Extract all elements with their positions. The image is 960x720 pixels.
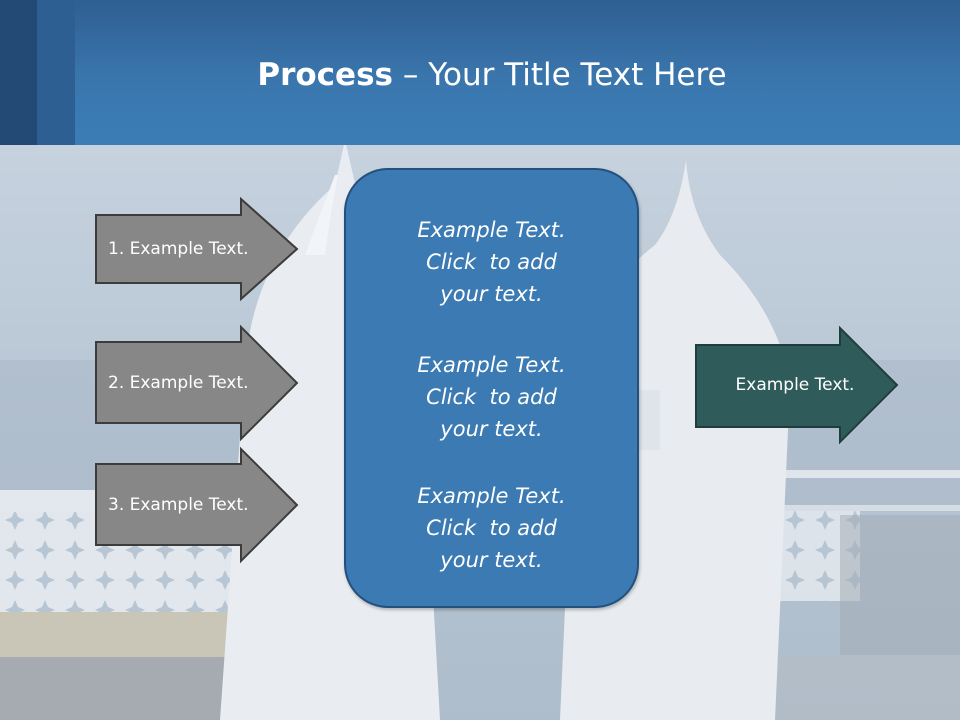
panel-block-1-line-2: Click to add (426, 250, 557, 274)
panel-block-3-line-3: your text. (440, 548, 543, 572)
header-accent-dark (0, 0, 37, 145)
slide-title[interactable]: Process – Your Title Text Here (0, 52, 960, 98)
output-arrow[interactable]: Example Text. (695, 325, 900, 445)
title-bar: Process – Your Title Text Here (0, 0, 960, 145)
process-arrow-3[interactable]: 3. Example Text. (95, 446, 300, 564)
center-text-box[interactable]: Example Text. Click to add your text. Ex… (344, 168, 639, 608)
arrow-label-1: 1. Example Text. (108, 239, 249, 259)
output-arrow-label: Example Text. (735, 375, 855, 395)
process-arrow-1[interactable]: 1. Example Text. (95, 196, 300, 302)
panel-block-1-line-1: Example Text. (417, 218, 566, 242)
panel-block-3-line-1: Example Text. (417, 484, 566, 508)
output-arrow-shape (695, 325, 899, 445)
arrow-shape-1 (95, 196, 299, 302)
arrow-label-2: 2. Example Text. (108, 373, 249, 393)
panel-text-block-1[interactable]: Example Text. Click to add your text. (346, 214, 637, 310)
process-arrow-2[interactable]: 2. Example Text. (95, 324, 300, 442)
panel-block-2-line-2: Click to add (426, 385, 557, 409)
header-accent-mid (37, 0, 75, 145)
panel-text-block-3[interactable]: Example Text. Click to add your text. (346, 480, 637, 576)
panel-block-3-line-2: Click to add (426, 516, 557, 540)
panel-block-2-line-1: Example Text. (417, 353, 566, 377)
arrow-shape-2 (95, 324, 299, 442)
arrow-label-3: 3. Example Text. (108, 495, 249, 515)
panel-block-2-line-3: your text. (440, 417, 543, 441)
title-rest-part: – Your Title Text Here (393, 57, 727, 93)
arrow-shape-3 (95, 446, 299, 564)
title-bold-part: Process (257, 57, 393, 93)
panel-block-1-line-3: your text. (440, 282, 543, 306)
panel-text-block-2[interactable]: Example Text. Click to add your text. (346, 349, 637, 445)
